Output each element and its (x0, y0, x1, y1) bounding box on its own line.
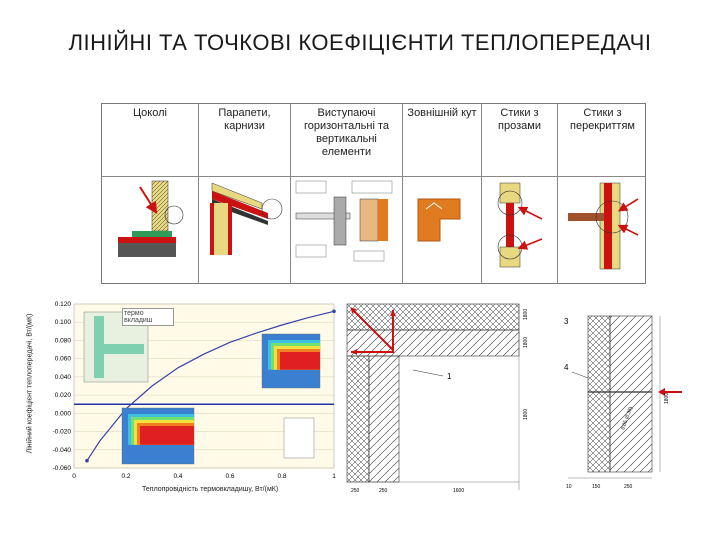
y-tick-label: 0.020 (55, 392, 72, 399)
header-corner: Зовнішній кут (403, 104, 482, 176)
y-tick-label: 0.060 (55, 356, 72, 363)
y-tick-label: 0.000 (55, 410, 72, 417)
wall-section-drawing: 3 4 0.05 (0.35) 1800 10 150 250 (564, 315, 682, 490)
dim-label: 1800 (523, 309, 529, 320)
dim-label: 250 (351, 488, 360, 494)
x-tick-label: 0.2 (121, 473, 130, 480)
slide-title: ЛІНІЙНІ ТА ТОЧКОВІ КОЕФІЦІЄНТИ ТЕПЛОПЕРЕ… (68, 30, 652, 55)
x-tick-label: 0 (72, 473, 76, 480)
junction-table: Цоколі Парапети, карнизи Виступаючі гори… (101, 103, 646, 284)
header-parapet: Парапети, карнизи (199, 104, 291, 176)
header-plinth: Цоколі (102, 104, 199, 176)
x-axis-label: Теплопровідність термовкладишу, Вт/(мК) (142, 486, 279, 493)
floor-junction-illustration (568, 182, 639, 270)
window-junction-illustration (497, 182, 543, 268)
thermal-inset (261, 333, 321, 389)
dim-label: 1800 (523, 409, 529, 420)
y-tick-label: 0.040 (55, 374, 72, 381)
header-floor: Стики з перекриттям (570, 107, 635, 132)
corner-illustration (417, 198, 461, 242)
table-row-divider (102, 176, 645, 177)
data-point (332, 309, 336, 314)
dim-label: 1800 (664, 393, 670, 404)
chart-annotation: термо вкладиш (122, 308, 174, 326)
y-tick-label: 0.080 (55, 337, 72, 344)
label-3: 3 (564, 317, 569, 326)
label-4: 4 (564, 363, 569, 372)
dim-label: 1800 (523, 337, 529, 348)
y-tick-label: -0.040 (53, 447, 72, 454)
parapet-illustration (210, 182, 283, 255)
dim-label: 250 (379, 488, 388, 494)
plinth-illustration (118, 180, 184, 257)
y-tick-label: 0.120 (55, 301, 72, 308)
x-tick-label: 0.8 (277, 473, 286, 480)
data-point (85, 458, 89, 463)
y-tick-label: 0.100 (55, 319, 72, 326)
dim-label: 150 (592, 484, 601, 490)
thermal-inset (121, 407, 195, 465)
x-tick-label: 0.4 (173, 473, 182, 480)
corner-section-drawing: 1 1800 1800 1800 250 250 1600 (346, 303, 529, 494)
x-tick-label: 1 (332, 473, 336, 480)
dim-label: 10 (566, 484, 572, 490)
chart-plot: 0.120 0.100 0.080 0.060 0.040 0.020 0.000 -0.02… (53, 301, 337, 480)
protruding-illustration (295, 180, 393, 262)
series-line (86, 310, 335, 462)
dim-label: 1600 (453, 488, 464, 494)
y-tick-label: -0.020 (53, 429, 72, 436)
thermal-inset (283, 417, 315, 459)
x-tick-label: 0.6 (225, 473, 234, 480)
chart: Лінійний коефіцієнт теплопередачі, Вт/(м… (22, 298, 338, 498)
header-window: Стики з прозами (482, 104, 558, 176)
dim-label: 250 (624, 484, 633, 490)
leader-label: 1 (447, 372, 452, 381)
y-tick-label: -0.060 (53, 465, 72, 472)
header-protruding: Виступаючі горизонтальні та вертикальні … (291, 104, 403, 176)
